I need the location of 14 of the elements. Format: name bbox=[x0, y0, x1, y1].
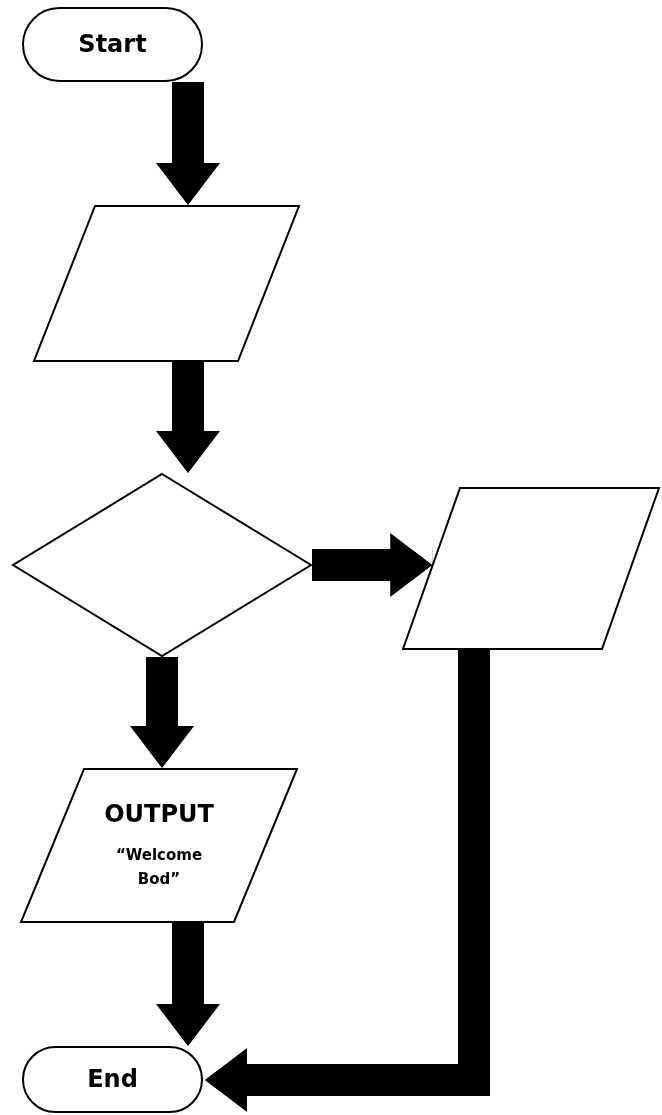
block-arrow bbox=[312, 533, 433, 597]
shape-label: Start bbox=[77, 30, 148, 59]
input-output-shape bbox=[402, 487, 660, 650]
input-output-shape bbox=[20, 768, 298, 923]
block-arrow bbox=[156, 923, 220, 1046]
shape-label: End bbox=[86, 1065, 139, 1094]
input-output-shape bbox=[33, 205, 300, 362]
decision-diamond bbox=[12, 473, 312, 657]
block-arrow bbox=[156, 362, 220, 473]
block-arrow bbox=[156, 82, 220, 205]
shape-label: OUTPUT bbox=[103, 800, 215, 829]
block-arrow bbox=[205, 650, 490, 1112]
output-text: “Welcome Bod” bbox=[114, 844, 204, 890]
block-arrow bbox=[130, 657, 194, 768]
